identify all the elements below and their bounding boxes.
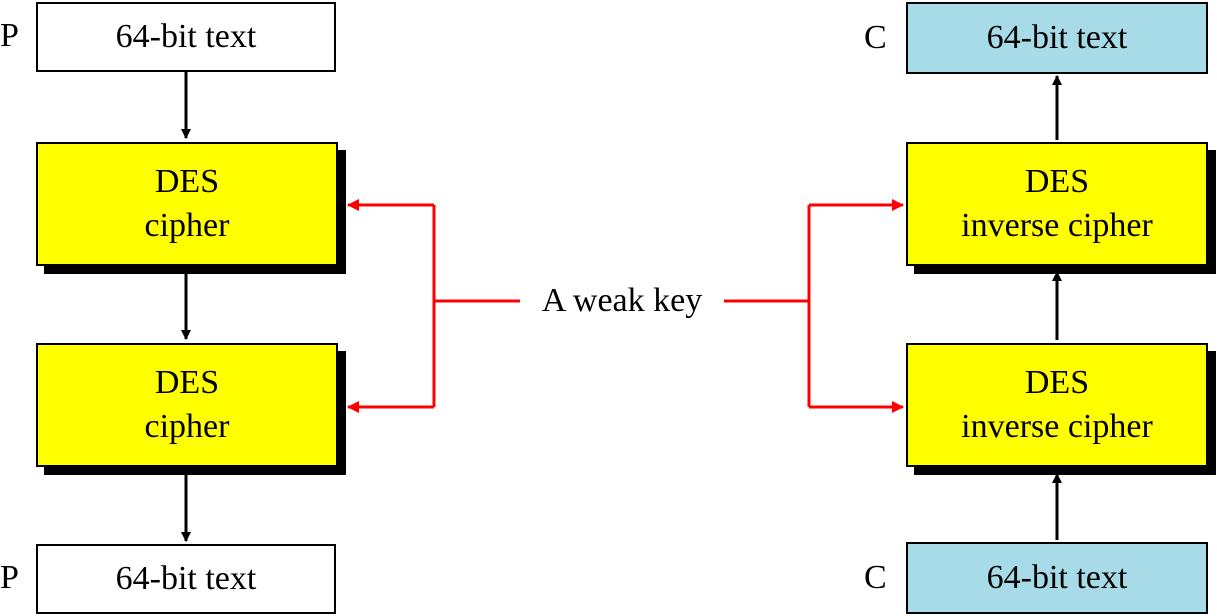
right-bottom-ciphertext-box: 64-bit text <box>906 542 1208 614</box>
left-cipher1-line2: cipher <box>144 207 230 244</box>
right-top-label: C <box>864 19 887 56</box>
left-top-plaintext-text: 64-bit text <box>115 18 257 55</box>
left-bottom-label: P <box>0 559 19 596</box>
right-top-ciphertext-box: 64-bit text <box>906 2 1208 74</box>
right-top-ciphertext-text: 64-bit text <box>986 19 1128 56</box>
right-cipher1-line1: DES <box>1024 163 1090 200</box>
left-bottom-plaintext-box: 64-bit text <box>36 544 336 614</box>
right-des-inverse-cipher-box-1: DES inverse cipher <box>906 142 1208 266</box>
left-des-cipher-box-1: DES cipher <box>36 142 338 266</box>
right-bottom-label: C <box>864 559 887 596</box>
right-cipher1-line2: inverse cipher <box>961 207 1153 244</box>
left-top-plaintext-box: 64-bit text <box>36 2 336 72</box>
left-top-label: P <box>0 17 19 54</box>
left-des-cipher-box-2: DES cipher <box>36 343 338 467</box>
left-bottom-plaintext-text: 64-bit text <box>115 560 257 597</box>
left-cipher1-line1: DES <box>154 163 220 200</box>
right-des-inverse-cipher-box-2: DES inverse cipher <box>906 343 1208 467</box>
right-bottom-ciphertext-text: 64-bit text <box>986 559 1128 596</box>
right-cipher2-line2: inverse cipher <box>961 408 1153 445</box>
right-cipher2-line1: DES <box>1024 364 1090 401</box>
left-cipher2-line1: DES <box>154 364 220 401</box>
left-cipher2-line2: cipher <box>144 408 230 445</box>
weak-key-label: A weak key <box>520 280 724 322</box>
